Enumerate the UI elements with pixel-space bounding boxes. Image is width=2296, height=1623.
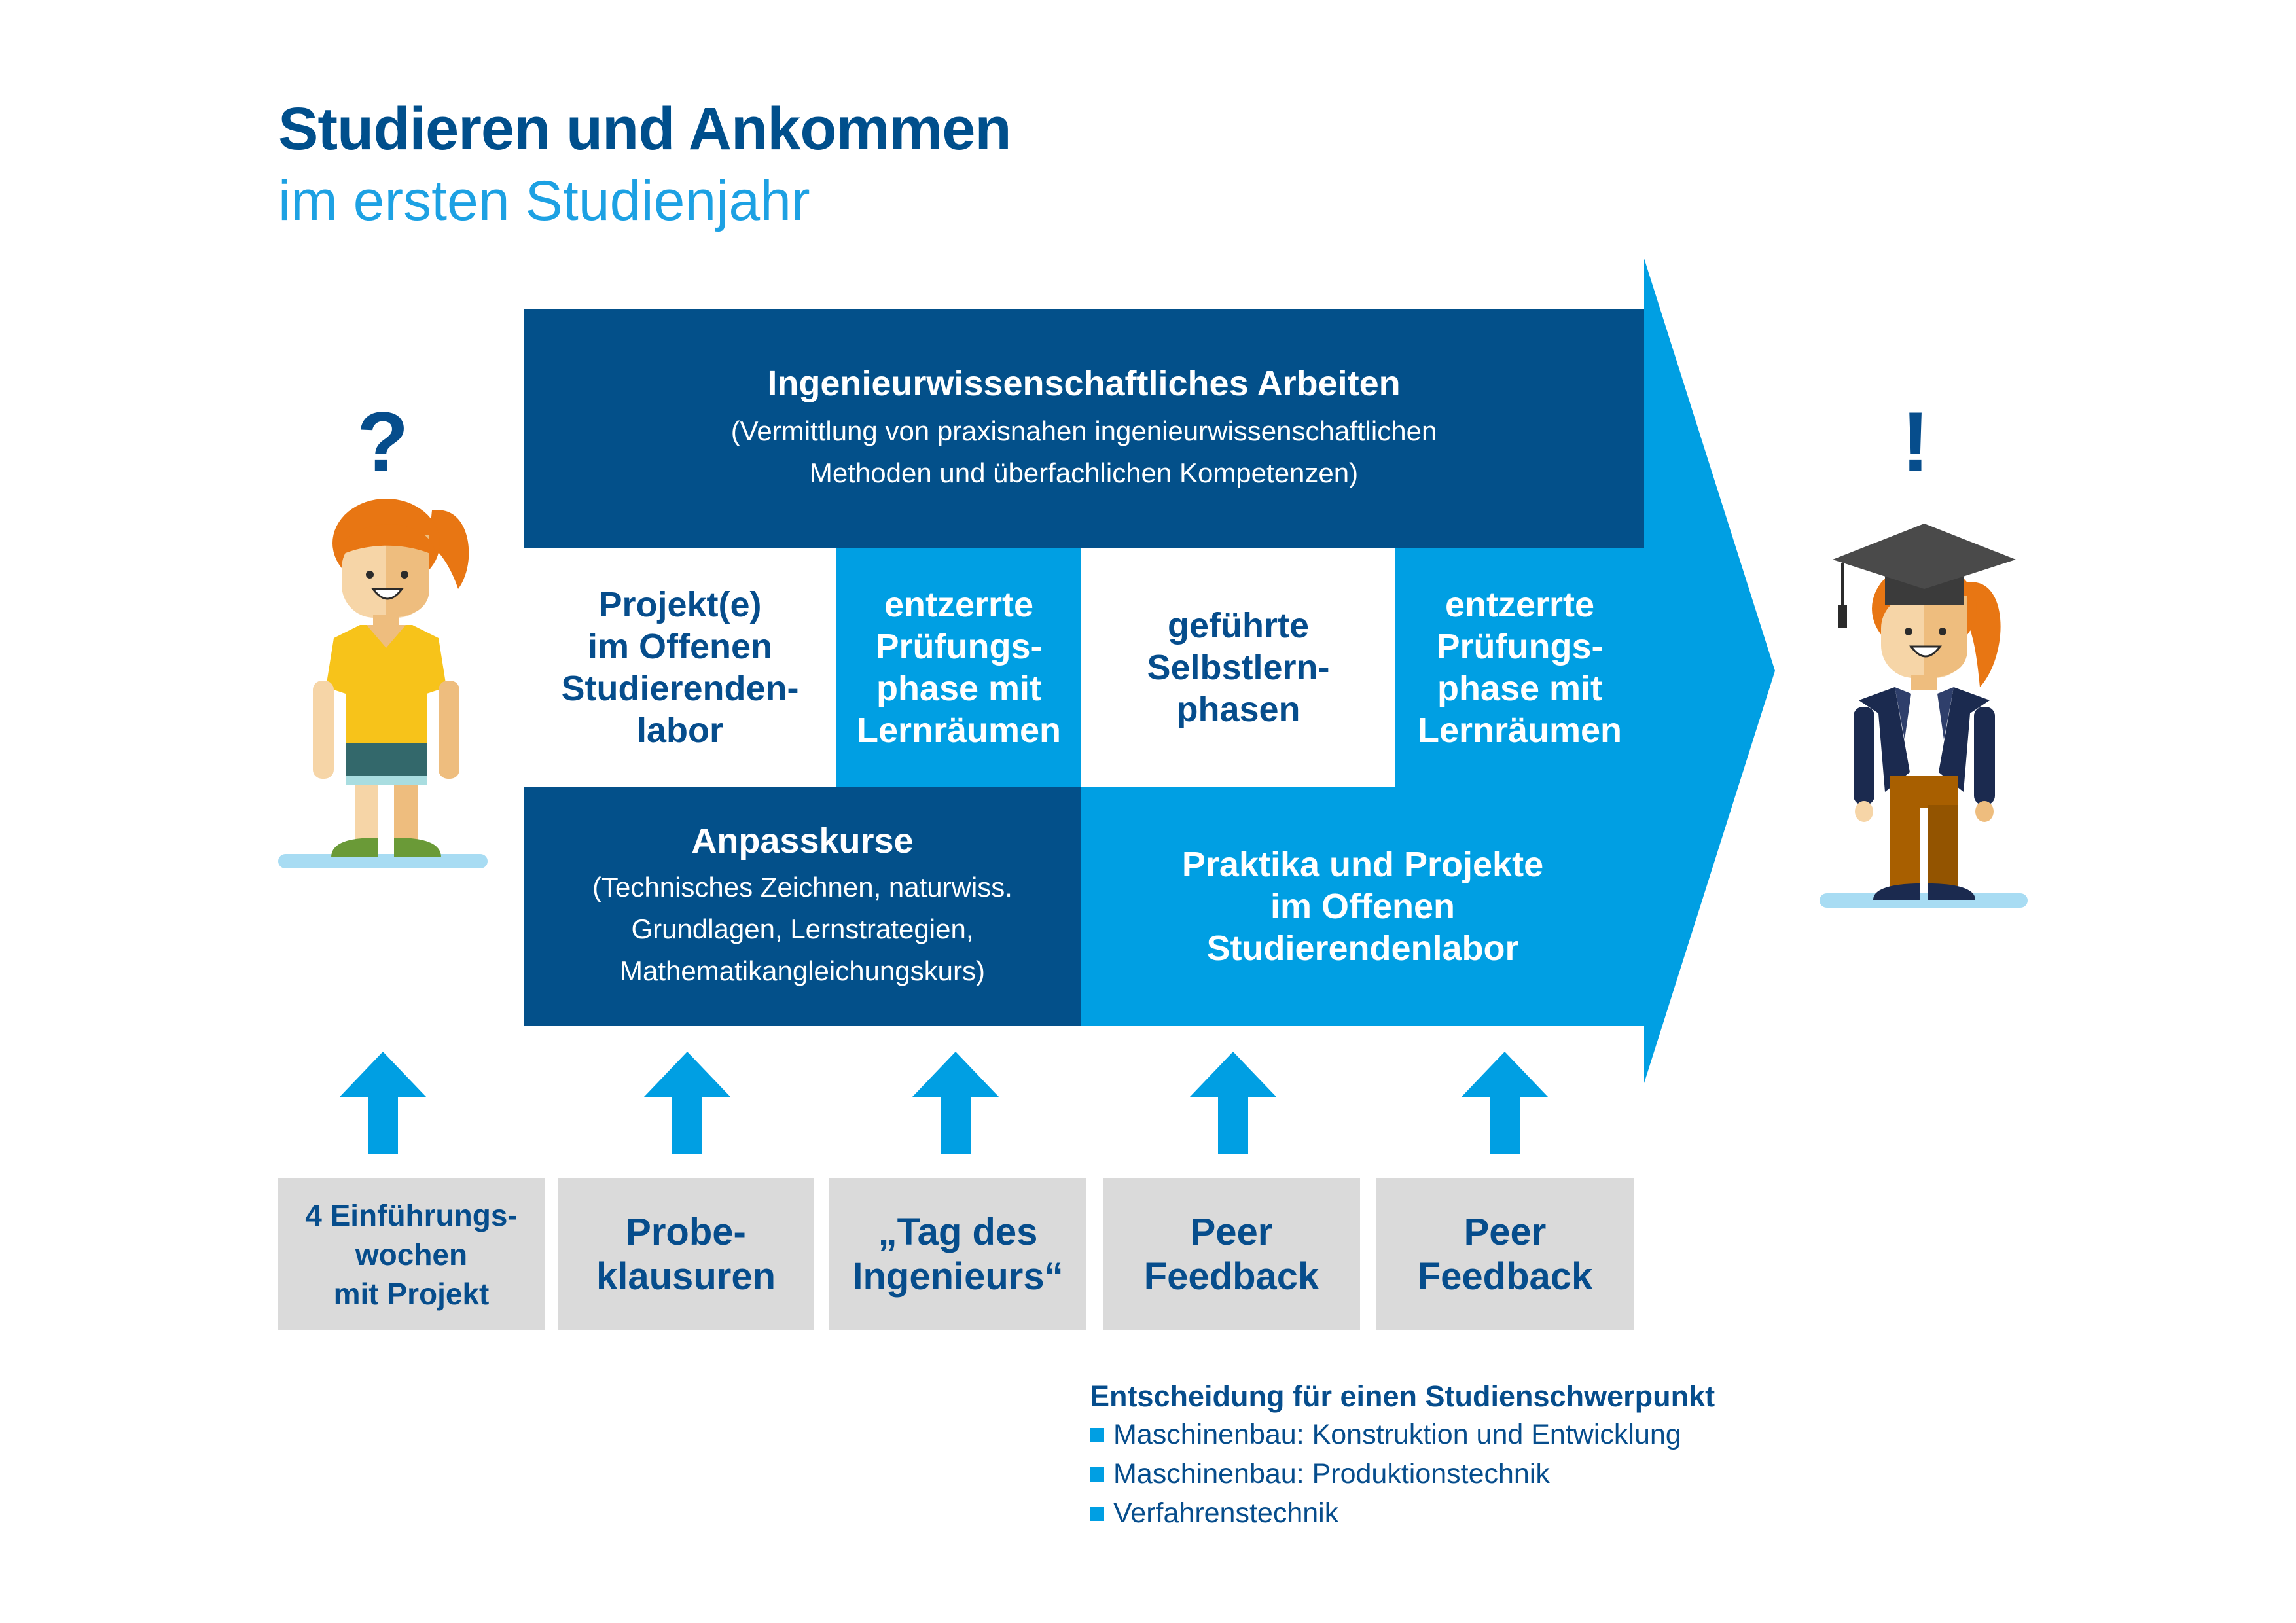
arrow-head <box>1644 259 1775 1083</box>
question-mark: ? <box>357 394 409 490</box>
box-line: Feedback <box>1417 1255 1593 1298</box>
box-line: Feedback <box>1143 1255 1319 1298</box>
decision-title: Entscheidung für einen Studienschwerpunk… <box>1090 1380 1715 1413</box>
anpasskurse-box: Anpasskurse (Technisches Zeichnen, natur… <box>524 787 1081 1026</box>
cell-line: labor <box>636 710 724 750</box>
decision-item-label: Maschinenbau: Konstruktion und Entwicklu… <box>1113 1419 1681 1450</box>
box-line: wochen <box>355 1237 468 1272</box>
box-line: Ingenieurs“ <box>852 1255 1064 1298</box>
cell-line: geführte <box>1168 605 1309 645</box>
cell-line: phasen <box>1176 689 1300 729</box>
middle-cell-pruefung-2: entzerrte Prüfungs- phase mit Lernräumen <box>1395 548 1644 787</box>
box-peer-feedback-1: Peer Feedback <box>1103 1178 1360 1330</box>
top-bar-heading: Ingenieurwissenschaftliches Arbeiten <box>767 363 1401 403</box>
box-line: Peer <box>1190 1210 1273 1253</box>
box-line: Peer <box>1463 1210 1547 1253</box>
exclamation-mark: ! <box>1901 394 1930 490</box>
cell-line: Prüfungs- <box>875 626 1043 666</box>
anpasskurse-line-1: (Technisches Zeichnen, naturwiss. <box>592 871 1013 902</box>
praktika-line-2: im Offenen <box>1270 886 1456 926</box>
anpasskurse-heading: Anpasskurse <box>691 821 914 861</box>
praktika-line-1: Praktika und Projekte <box>1181 844 1544 884</box>
top-bar-line-1: (Vermittlung von praxisnahen ingenieurwi… <box>730 415 1437 446</box>
praktika-box: Praktika und Projekte im Offenen Studier… <box>1081 787 1644 1026</box>
decision-item-label: Maschinenbau: Produktionstechnik <box>1113 1458 1550 1489</box>
bullet-icon <box>1090 1427 1104 1442</box>
cell-line: entzerrte <box>1444 584 1595 624</box>
anpasskurse-line-2: Grundlagen, Lernstrategien, <box>631 913 974 944</box>
page-subtitle: im ersten Studienjahr <box>278 169 810 232</box>
box-peer-feedback-2: Peer Feedback <box>1376 1178 1634 1330</box>
up-arrow-icon <box>912 1052 999 1154</box>
cell-line: phase mit <box>1437 668 1603 708</box>
top-bar-line-2: Methoden und überfachlichen Kompetenzen) <box>809 457 1359 488</box>
cell-line: phase mit <box>876 668 1042 708</box>
cell-line: Selbstlern- <box>1147 647 1330 687</box>
cell-line: Prüfungs- <box>1436 626 1604 666</box>
box-line: Probe- <box>626 1210 746 1253</box>
cell-line: Studierenden- <box>561 668 799 708</box>
decision-item: Verfahrenstechnik <box>1090 1497 1338 1529</box>
page-title: Studieren und Ankommen <box>278 96 1012 162</box>
bullet-icon <box>1090 1506 1104 1521</box>
up-arrow-icon <box>339 1052 427 1154</box>
box-einfuehrungswochen: 4 Einführungs- wochen mit Projekt <box>278 1178 545 1330</box>
box-tag-des-ingenieurs: „Tag des Ingenieurs“ <box>829 1178 1086 1330</box>
decision-item: Maschinenbau: Konstruktion und Entwicklu… <box>1090 1419 1681 1451</box>
decision-item: Maschinenbau: Produktionstechnik <box>1090 1458 1550 1490</box>
cell-line: im Offenen <box>587 626 773 666</box>
up-arrow-icon <box>1189 1052 1277 1154</box>
cell-line: Lernräumen <box>856 710 1062 750</box>
middle-cell-pruefung-1: entzerrte Prüfungs- phase mit Lernräumen <box>836 548 1081 787</box>
up-arrow-icon <box>643 1052 731 1154</box>
box-line: klausuren <box>596 1255 776 1298</box>
up-arrow-icon <box>1461 1052 1549 1154</box>
cell-line: Lernräumen <box>1417 710 1623 750</box>
cell-line: entzerrte <box>884 584 1034 624</box>
box-line: mit Projekt <box>333 1276 490 1311</box>
middle-cell-selbstlern: geführte Selbstlern- phasen <box>1081 548 1395 787</box>
graduate-figure-icon <box>1820 524 2028 908</box>
anpasskurse-line-3: Mathematikangleichungskurs) <box>620 955 985 986</box>
student-figure-icon <box>278 499 488 868</box>
cell-line: Projekt(e) <box>598 584 762 624</box>
bullet-icon <box>1090 1467 1104 1482</box>
middle-cell-projekt: Projekt(e) im Offenen Studierenden- labo… <box>524 548 836 787</box>
box-probeklausuren: Probe- klausuren <box>558 1178 814 1330</box>
box-line: 4 Einführungs- <box>305 1198 518 1232</box>
decision-item-label: Verfahrenstechnik <box>1113 1497 1339 1529</box>
praktika-line-3: Studierendenlabor <box>1206 928 1519 968</box>
process-arrow <box>1644 259 1775 1083</box>
box-line: „Tag des <box>878 1210 1038 1253</box>
top-bar: Ingenieurwissenschaftliches Arbeiten (Ve… <box>524 309 1644 548</box>
